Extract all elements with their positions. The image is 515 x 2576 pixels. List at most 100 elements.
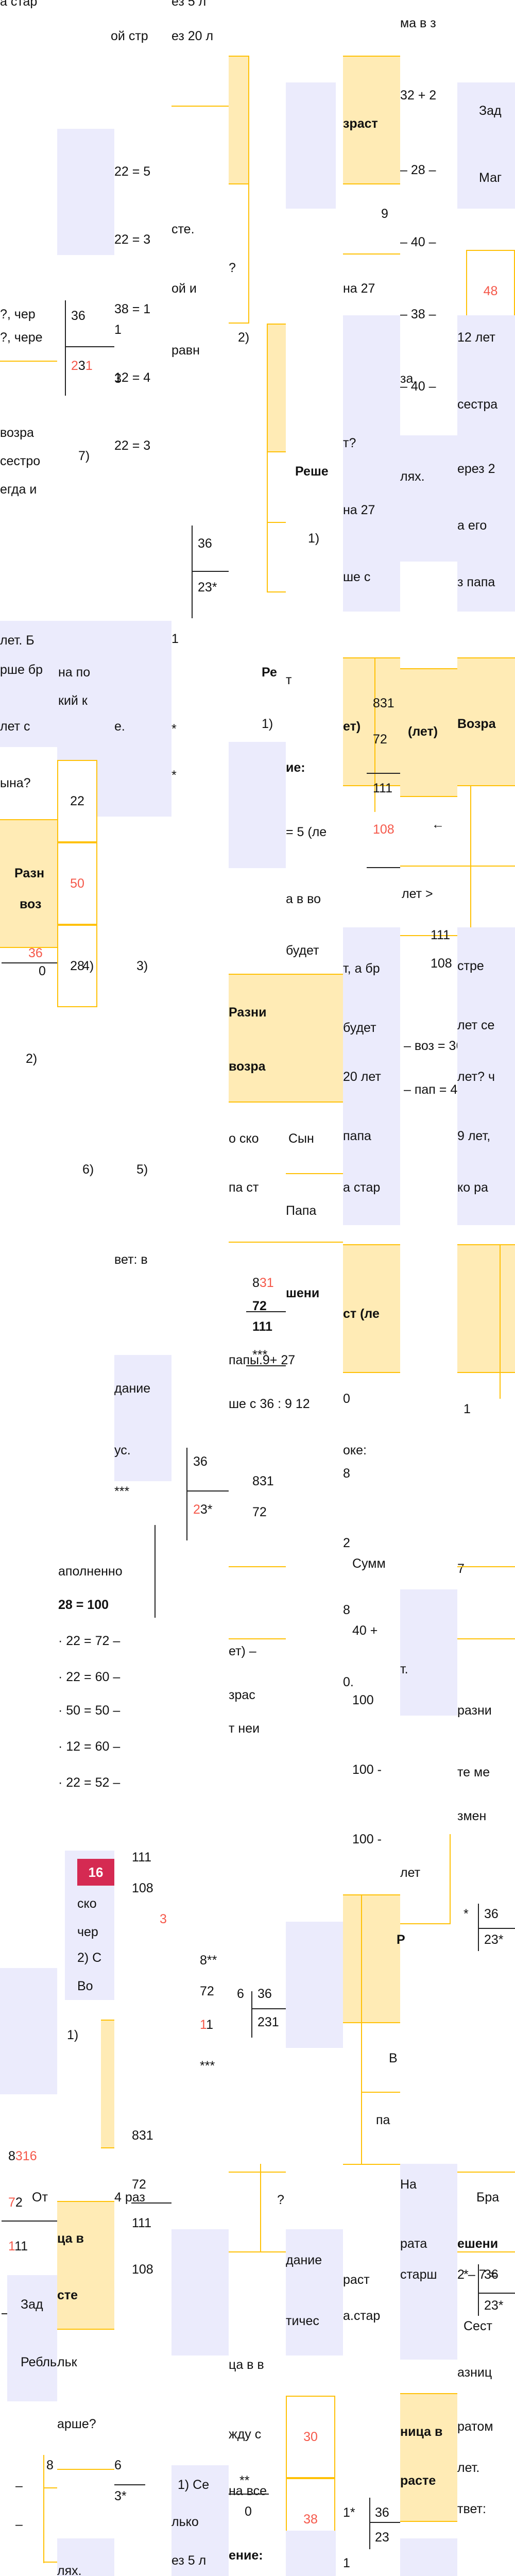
lavender-tile — [286, 2229, 343, 2355]
lavender-tile — [229, 742, 286, 868]
fragment-text: ца в — [57, 2231, 84, 2246]
fragment-text: ст (ле — [343, 1307, 380, 1321]
fragment-text: а его — [457, 518, 487, 533]
fragment-number: 36 — [28, 946, 43, 960]
yellow-rule — [43, 2562, 57, 2563]
fragment-number: *** — [200, 2059, 215, 2073]
lavender-tile — [286, 1922, 343, 2048]
fragment-number: 111 — [431, 928, 451, 942]
fragment-text: ет) – — [229, 1644, 256, 1658]
division-bar — [478, 2264, 479, 2316]
fragment-text: ?, чере — [0, 330, 43, 345]
subtraction-rule — [229, 2494, 269, 2495]
fragment-label: 3) — [136, 959, 148, 973]
yellow-header-tile — [343, 657, 400, 786]
fragment-text: Ре — [262, 665, 277, 680]
fragment-text: аполненно — [58, 1564, 123, 1579]
fragment-text: лет — [400, 1866, 421, 1880]
fragment-text: 38 = 1 — [114, 302, 151, 316]
fragment-text: Возра — [457, 717, 496, 731]
fragment-text: оке: — [343, 1443, 367, 1458]
fragment-number: 1 — [464, 1402, 471, 1416]
yellow-rule — [450, 1834, 451, 1924]
fragment-text: ← — [432, 817, 444, 832]
fragment-text: ешени — [457, 2236, 499, 2251]
fragment-text: Сумм — [352, 1556, 386, 1571]
fragment-text: · 22 = 60 – — [58, 1670, 121, 1684]
fragment-text: лях. — [400, 469, 425, 484]
fragment-text: ына? — [0, 776, 31, 790]
fragment-text: ет) — [343, 719, 361, 734]
lavender-tile — [400, 1589, 457, 1716]
fragment-text: азниц — [457, 2365, 492, 2380]
fragment-text: ше с — [343, 570, 371, 584]
fragment-text: 7) — [78, 449, 90, 463]
fragment-text: а стар — [343, 1180, 381, 1195]
fragment-number: 36 — [198, 536, 212, 551]
fragment-number: 111 — [8, 2239, 28, 2253]
fragment-text: ница в — [400, 2425, 443, 2439]
fragment-text: дание — [114, 1381, 151, 1396]
yellow-rule — [229, 1242, 343, 1243]
fragment-text: Реше — [295, 464, 329, 479]
yellow-rule — [343, 253, 400, 255]
fragment-text: льк — [57, 2355, 77, 2369]
fragment-text: – 40 – — [400, 379, 436, 394]
fragment-text: рше бр — [0, 663, 43, 677]
fragment-number: 9 — [381, 207, 388, 221]
fragment-number: 3* — [114, 2489, 127, 2503]
lavender-tile — [0, 621, 57, 747]
fragment-text: 12 лет — [457, 330, 495, 345]
fragment-text: за. — [400, 371, 417, 386]
fragment-text: – — [15, 2479, 23, 2493]
fragment-number: 72 — [132, 2177, 146, 2192]
fragment-text: лет. Б — [0, 633, 35, 648]
fragment-number: 3 — [160, 1912, 167, 1926]
fragment-text: рата — [400, 2236, 427, 2251]
fragment-text: папы.9+ 27 — [229, 1353, 296, 1367]
fragment-number: 23* — [193, 1502, 213, 1517]
fragment-label: 1) — [308, 531, 320, 546]
division-rule — [251, 2008, 286, 2009]
subtraction-rule — [367, 867, 400, 868]
fragment-text: Маг — [479, 171, 502, 185]
fragment-label: 1) — [67, 2028, 79, 2042]
yellow-rule — [457, 2172, 515, 2173]
division-bar — [478, 1904, 479, 1951]
fragment-number: 23* — [198, 580, 217, 595]
yellow-header-tile — [57, 2201, 114, 2330]
fragment-text: воз — [20, 897, 42, 911]
fragment-text: 1) Се — [178, 2478, 210, 2492]
fragment-text: стре — [457, 959, 484, 973]
fragment-text: 100 - — [352, 1762, 382, 1777]
fragment-number: 36 — [71, 309, 85, 323]
fragment-text: расте — [400, 2473, 436, 2488]
fragment-number: 8316 — [8, 2149, 37, 2163]
fragment-text: лет. — [457, 2461, 480, 2475]
fragment-text: Зад — [479, 104, 502, 118]
yellow-rule — [500, 1244, 501, 1399]
fragment-text: лько — [171, 2515, 199, 2529]
fragment-number: 6 — [237, 1987, 244, 2001]
yellow-header-tile — [0, 819, 57, 948]
fragment-number: 111 — [252, 1319, 272, 1334]
yellow-rule — [374, 657, 375, 812]
subtraction-rule — [131, 2202, 171, 2204]
fragment-text: От — [32, 2190, 48, 2205]
fragment-number: 72 — [252, 1505, 267, 1519]
fragment-text: старш — [400, 2267, 437, 2282]
fragment-text: сте. — [171, 222, 195, 236]
fragment-number: 831 — [373, 696, 394, 710]
yellow-rule — [171, 106, 229, 107]
fragment-label: 2) — [238, 330, 250, 345]
division-rule — [186, 1490, 229, 1492]
division-bar — [251, 1991, 252, 2038]
division-rule — [2, 962, 57, 963]
fragment-number: 111 — [373, 781, 393, 795]
fragment-number: 36 — [193, 1454, 208, 1469]
yellow-rule — [400, 866, 515, 867]
fragment-text: 2) С — [77, 1951, 102, 1965]
fragment-number: 0 — [343, 1392, 350, 1406]
yellow-header-tile — [343, 56, 400, 184]
fragment-text: папа — [343, 1129, 371, 1143]
